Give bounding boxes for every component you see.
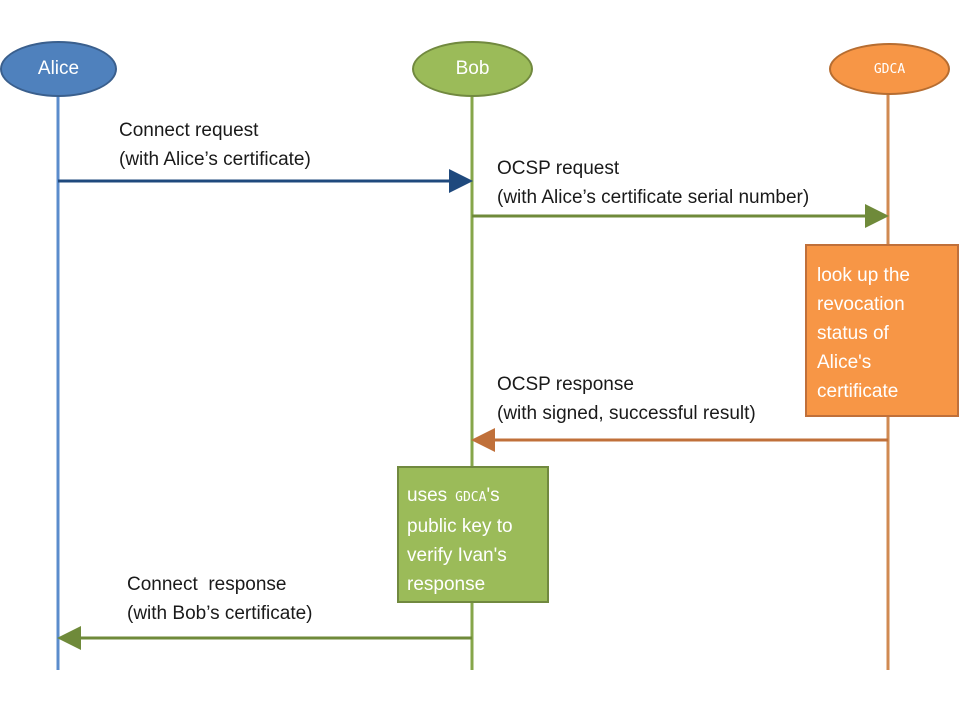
connect-response-line2: (with Bob’s certificate) (127, 603, 313, 624)
ocsp-response-label: OCSP response (with signed, successful r… (497, 370, 756, 428)
bob-note-line4: response (407, 574, 486, 595)
ocsp-request-line2: (with Alice’s certificate serial number) (497, 187, 810, 208)
bob-note-line1: uses GDCA's (407, 481, 541, 512)
ocsp-request-line1: OCSP request (497, 158, 620, 179)
ocsp-response-line2: (with signed, successful result) (497, 403, 756, 424)
bob-note-line3: verify Ivan's (407, 545, 507, 566)
actor-alice: Alice (0, 41, 117, 97)
gdca-note-line: Alice's (817, 352, 872, 373)
bob-note-possessive: 's (486, 485, 500, 506)
ocsp-request-label: OCSP request (with Alice’s certificate s… (497, 154, 809, 212)
ocsp-response-line1: OCSP response (497, 374, 634, 395)
gdca-note-line: revocation (817, 294, 905, 315)
gdca-note-line: status of (817, 323, 889, 344)
gdca-note-line: look up the (817, 265, 910, 286)
connect-response-line1: Connect response (127, 574, 287, 595)
bob-note-uses: uses (407, 485, 448, 506)
connect-request-label: Connect request (with Alice’s certificat… (119, 116, 311, 174)
connect-response-label: Connect response (with Bob’s certificate… (127, 570, 313, 628)
actor-bob-label: Bob (455, 58, 490, 79)
actor-gdca: GDCA (829, 43, 950, 95)
gdca-note-line: certificate (817, 381, 899, 402)
gdca-lookup-note: look up the revocation status of Alice's… (805, 244, 959, 417)
actor-bob: Bob (412, 41, 533, 97)
bob-verify-note: uses GDCA's public key to verify Ivan's r… (397, 466, 549, 603)
connect-request-line1: Connect request (119, 120, 259, 141)
bob-note-line2: public key to (407, 516, 513, 537)
connect-request-line2: (with Alice’s certificate) (119, 149, 311, 170)
actor-gdca-label: GDCA (873, 61, 906, 77)
bob-note-gdca: GDCA (455, 490, 487, 505)
actor-alice-label: Alice (37, 58, 80, 79)
